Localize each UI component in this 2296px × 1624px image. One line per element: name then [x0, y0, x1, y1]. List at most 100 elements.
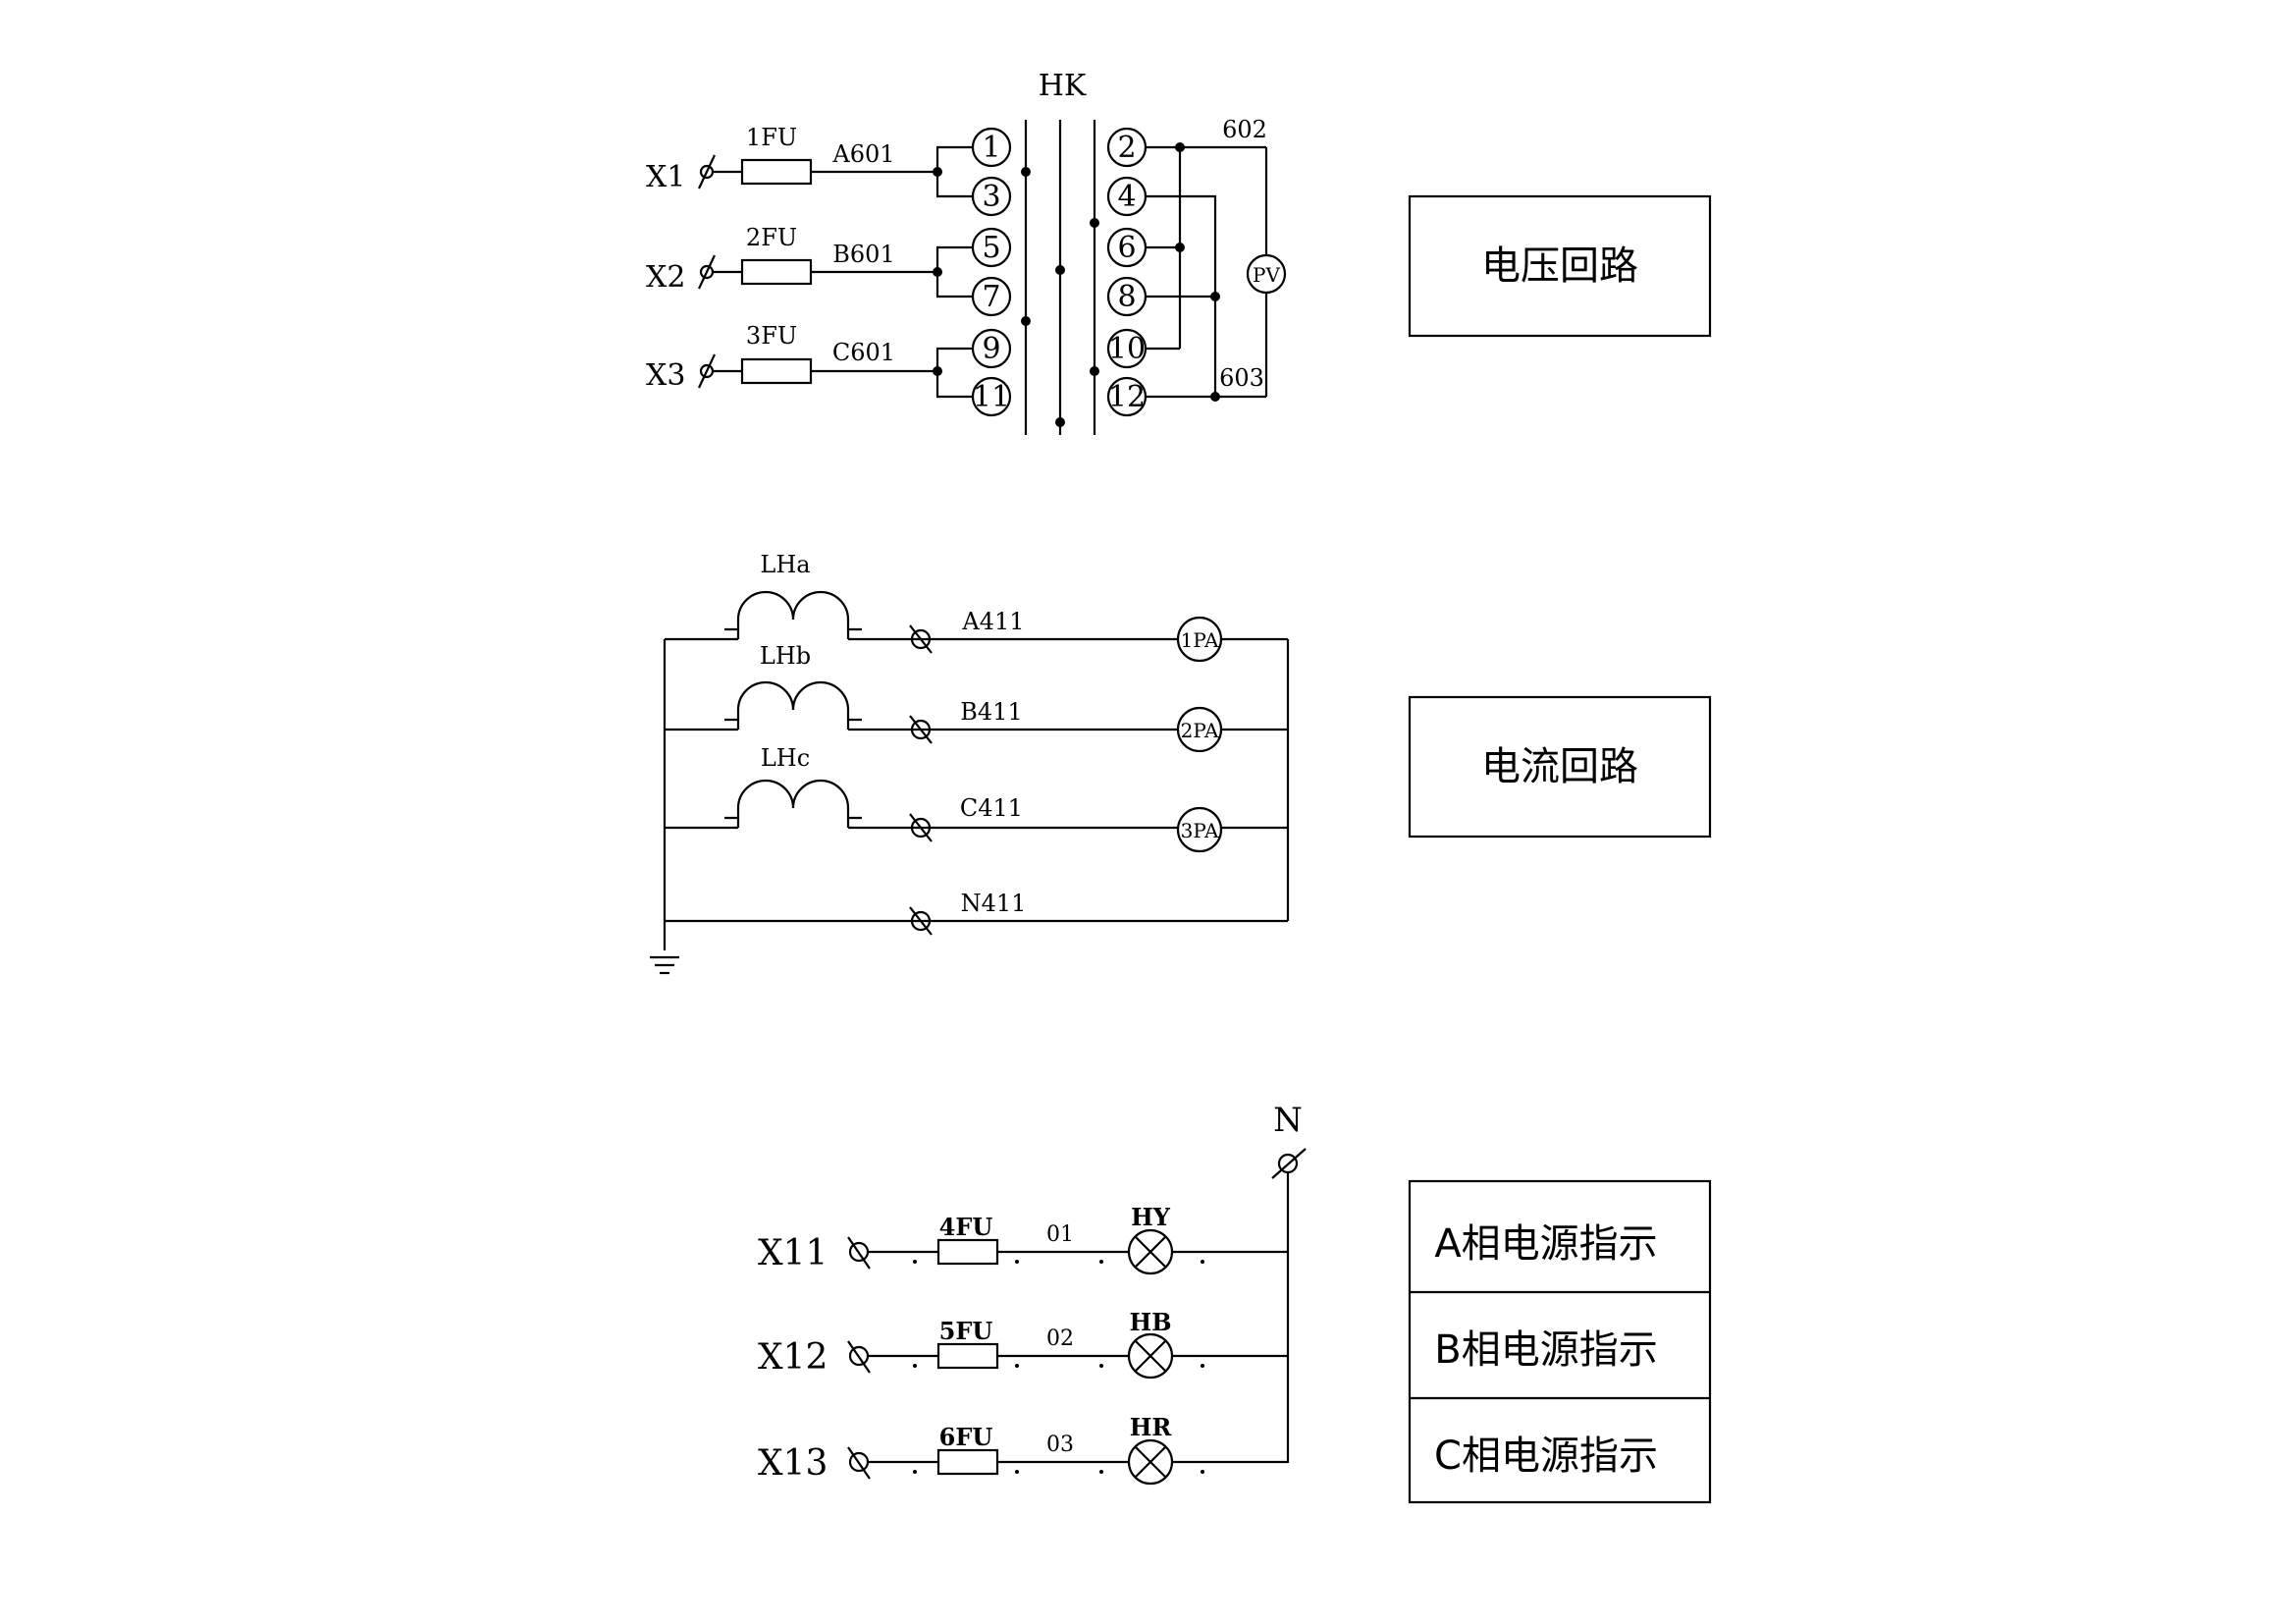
contact-2: 2 [1106, 127, 1148, 168]
terminal-slash [909, 906, 933, 936]
fuse [740, 258, 813, 286]
terminal-symbol [910, 719, 932, 740]
terminal-slash [847, 1446, 871, 1480]
switch-dot [1021, 167, 1031, 177]
wire-top-label: 602 [1222, 116, 1267, 143]
lamp-label: HY [1131, 1203, 1171, 1231]
voltage-box-label: 电压回路 [1481, 244, 1638, 289]
wire-label: B411 [960, 698, 1022, 726]
terminal-label: X12 [758, 1337, 828, 1378]
ct-coil [724, 680, 862, 722]
terminal-label: X2 [646, 260, 685, 295]
svg-text:4: 4 [1117, 180, 1136, 214]
lamp-icon [1127, 1332, 1174, 1380]
svg-text:8: 8 [1117, 280, 1136, 314]
contact-4: 4 [1106, 176, 1148, 217]
fuse [936, 1238, 999, 1266]
neutral-label: N [1273, 1101, 1303, 1140]
fuse [740, 158, 813, 186]
svg-text:1: 1 [982, 131, 1000, 165]
voltage-circuit: HK X1 1FU A601 X2 2FU [646, 69, 1712, 435]
terminal-slash [698, 254, 716, 290]
ct-coil [724, 590, 862, 631]
voltage-phase-c: X3 3FU C601 [646, 322, 937, 393]
contact-9: 9 [971, 328, 1012, 369]
fuse [936, 1342, 999, 1370]
indicator-row-b: X12 5FU 02 HB [758, 1308, 1288, 1380]
svg-text:3: 3 [982, 180, 1000, 214]
wire-label: N411 [961, 890, 1027, 917]
junction [1210, 292, 1220, 301]
junction [1175, 142, 1185, 152]
lamp-label: HR [1130, 1413, 1173, 1441]
wire-label: C411 [960, 794, 1023, 822]
fuse-label: 3FU [746, 322, 797, 350]
indicator-box-label-b: B相电源指示 [1434, 1327, 1657, 1373]
terminal-slash [698, 353, 716, 389]
jumper [935, 145, 972, 198]
terminal-symbol [910, 910, 932, 932]
fuse-label: 5FU [939, 1317, 993, 1345]
ammeter-label: 1PA [1181, 628, 1219, 652]
wire-bottom-label: 603 [1219, 364, 1264, 392]
wire-label: 02 [1046, 1326, 1074, 1351]
switch-dot [1021, 316, 1031, 326]
ammeter-label: 3PA [1181, 819, 1219, 842]
jumper [935, 245, 972, 298]
junction [933, 167, 942, 177]
voltage-phase-a: X1 1FU A601 [646, 124, 937, 194]
terminal-label: X3 [646, 358, 685, 393]
terminal-slash [909, 715, 933, 744]
junction [1210, 392, 1220, 402]
svg-text:9: 9 [982, 332, 1000, 366]
indicator-row-c: X13 6FU 03 HR [758, 1413, 1288, 1486]
switch-dot [1055, 417, 1065, 427]
fuse-label: 2FU [746, 224, 797, 251]
junction [933, 267, 942, 277]
current-phase-c: LHc C411 3PA [665, 744, 1288, 853]
wire-label: A601 [831, 140, 894, 168]
wire-label: B601 [832, 241, 894, 268]
contact-12: 12 [1106, 376, 1148, 417]
indicator-row-a: X11 4FU 01 HY [758, 1203, 1288, 1275]
ct-label: LHc [761, 744, 810, 772]
indicator-box-label-c: C相电源指示 [1434, 1434, 1658, 1479]
jumper [935, 347, 972, 399]
terminal-symbol [910, 628, 932, 650]
fuse-label: 4FU [939, 1213, 993, 1241]
wire-label: 03 [1046, 1433, 1074, 1457]
lamp-icon [1127, 1228, 1174, 1275]
indicator-box-label-a: A相电源指示 [1434, 1221, 1657, 1267]
contact-1: 1 [971, 127, 1012, 168]
current-neutral: N411 [665, 890, 1288, 936]
contact-11: 11 [971, 376, 1012, 417]
bus [1146, 194, 1217, 397]
wire-label: C601 [832, 339, 895, 366]
terminal-symbol [910, 817, 932, 839]
terminal-slash [909, 813, 933, 842]
lamp-label: HB [1130, 1308, 1172, 1336]
current-label-box [1408, 695, 1712, 839]
svg-text:5: 5 [982, 231, 1000, 265]
terminal-label: X11 [758, 1233, 828, 1273]
current-phase-b: LHb B411 2PA [665, 642, 1288, 753]
switch-label: HK [1039, 69, 1087, 103]
svg-text:12: 12 [1108, 380, 1146, 414]
svg-text:6: 6 [1117, 231, 1136, 265]
switch-dot [1090, 366, 1099, 376]
contact-3: 3 [971, 176, 1012, 217]
neutral-slash [1271, 1148, 1307, 1179]
terminal-slash [698, 154, 716, 189]
fuse [936, 1448, 999, 1476]
fuse-label: 6FU [939, 1423, 993, 1451]
indicator-circuit: N X11 4FU 01 HY X12 5FU 02 [758, 1101, 1712, 1504]
current-phase-a: LHa A411 1PA [665, 551, 1288, 663]
terminal-label: X1 [646, 160, 685, 194]
contact-7: 7 [971, 276, 1012, 317]
terminal-slash [847, 1340, 871, 1374]
lamp-icon [1127, 1438, 1174, 1486]
fuse-label: 1FU [746, 124, 797, 151]
voltage-phase-b: X2 2FU B601 [646, 224, 937, 295]
terminal-label: X13 [758, 1443, 828, 1484]
current-circuit: LHa A411 1PA LHb B411 2PA [650, 551, 1712, 975]
